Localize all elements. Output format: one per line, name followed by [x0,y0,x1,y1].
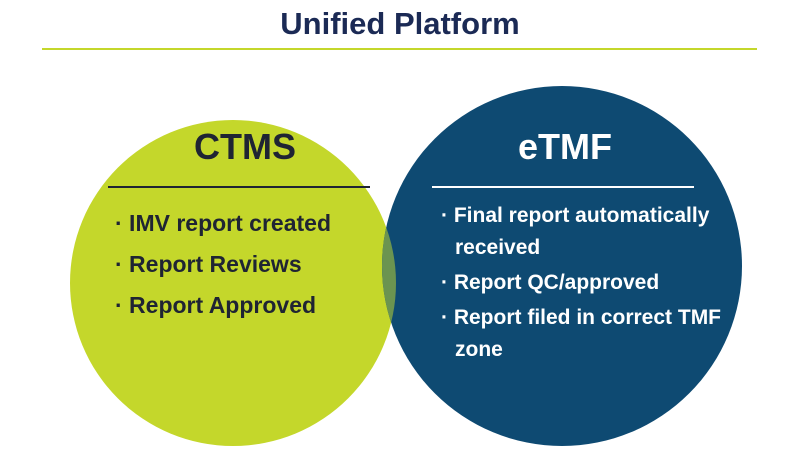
etmf-heading-rule [432,186,694,188]
etmf-heading: eTMF [518,126,612,167]
ctms-heading-rule [108,186,370,188]
etmf-circle [382,86,742,446]
ctms-circle [70,120,396,446]
list-item: · Report filed in correct TMF zone [441,306,722,361]
etmf-list: · Final report automatically received · … [441,200,741,369]
list-item: · IMV report created [115,210,331,236]
ctms-list: · IMV report created · Report Reviews · … [115,203,385,326]
list-item: · Report Approved [115,292,317,318]
title-underline [42,48,757,50]
page-title: Unified Platform [280,6,520,41]
list-item: · Final report automatically received [441,204,710,259]
ctms-heading: CTMS [194,126,296,167]
list-item: · Report Reviews [115,251,302,277]
list-item: · Report QC/approved [441,271,660,294]
